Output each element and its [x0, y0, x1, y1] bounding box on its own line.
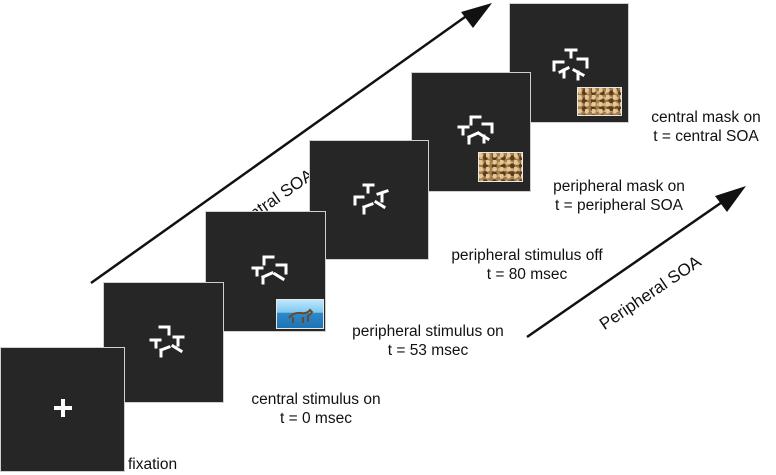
frame-fixation [0, 347, 125, 472]
peripheral-image [276, 299, 324, 329]
frame-central-mask-on [509, 3, 629, 123]
frame-peripheral-stimulus-on [205, 211, 326, 332]
stage-time: t = peripheral SOA [555, 197, 683, 214]
stage-label: central mask on [651, 109, 761, 126]
stage-label: peripheral stimulus off [451, 247, 603, 264]
label-central-stimulus-on: central stimulus on t = 0 msec [236, 390, 396, 428]
mask-image [478, 152, 523, 182]
stage-time: t = 0 msec [280, 410, 352, 427]
stage-time: t = 80 msec [486, 266, 568, 283]
stage-label: peripheral mask on [553, 178, 685, 195]
central-stimulus-glyphs [457, 115, 494, 145]
central-stimulus-glyphs [552, 48, 589, 81]
label-peripheral-stimulus-on: peripheral stimulus on t = 53 msec [333, 322, 523, 360]
animal-icon [288, 308, 314, 323]
stage-label: peripheral stimulus on [352, 323, 504, 340]
label-peripheral-stimulus-off: peripheral stimulus off t = 80 msec [432, 246, 622, 284]
central-stimulus-glyphs [353, 183, 389, 215]
label-fixation: fixation [128, 456, 178, 473]
central-stimulus-glyphs [149, 325, 185, 358]
stage-time: t = central SOA [653, 128, 759, 145]
central-stimulus-glyphs [251, 255, 288, 285]
stage-label: central stimulus on [251, 391, 381, 408]
stage-time: t = 53 msec [387, 342, 469, 359]
label-peripheral-mask-on: peripheral mask on t = peripheral SOA [534, 177, 704, 215]
label-central-mask-on: central mask on t = central SOA [636, 108, 776, 146]
mask-image [577, 87, 622, 116]
fixation-cross-icon [54, 399, 72, 417]
frame-peripheral-mask-on [411, 72, 531, 192]
frame-peripheral-stimulus-off [309, 140, 429, 260]
